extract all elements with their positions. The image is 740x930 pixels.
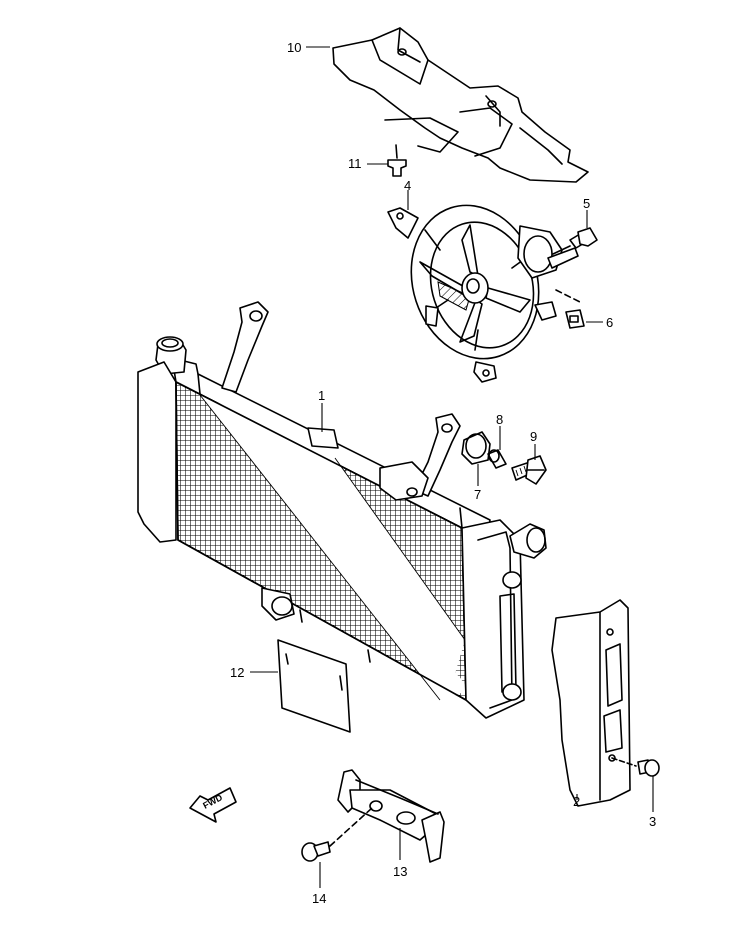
cover-plate-part bbox=[277, 639, 351, 733]
callout-7: 7 bbox=[474, 487, 481, 502]
mount-bolt-part bbox=[511, 455, 547, 485]
callout-14: 14 bbox=[312, 891, 326, 906]
callout-11: 11 bbox=[348, 156, 362, 171]
grommet-part bbox=[461, 431, 491, 465]
callout-4: 4 bbox=[404, 178, 411, 193]
side-guard-part bbox=[551, 599, 631, 807]
callout-13: 13 bbox=[393, 864, 407, 879]
clip-nut-part bbox=[555, 289, 585, 329]
guard-bolt-part bbox=[611, 757, 660, 777]
callout-6: 6 bbox=[606, 315, 613, 330]
leader-lines bbox=[250, 46, 654, 888]
upper-shroud-part bbox=[332, 27, 589, 183]
callout-12: 12 bbox=[230, 665, 244, 680]
callout-2: 2 bbox=[573, 794, 580, 809]
callout-9: 9 bbox=[530, 429, 537, 444]
clip-part bbox=[387, 144, 407, 177]
bracket-bolt-part bbox=[301, 807, 373, 862]
callout-3: 3 bbox=[649, 814, 656, 829]
fwd-arrow-icon: FWD bbox=[189, 787, 237, 823]
cooling-fan-part bbox=[387, 204, 579, 383]
radiator-part bbox=[137, 301, 547, 719]
callout-1: 1 bbox=[318, 388, 325, 403]
callout-10: 10 bbox=[287, 40, 301, 55]
callout-labels: 10 11 4 5 6 1 8 9 7 12 2 3 13 14 bbox=[230, 40, 656, 906]
callout-5: 5 bbox=[583, 196, 590, 211]
callout-8: 8 bbox=[496, 412, 503, 427]
collar-part bbox=[487, 449, 507, 469]
fan-screw-part bbox=[552, 227, 598, 255]
lower-bracket-part bbox=[337, 769, 445, 863]
